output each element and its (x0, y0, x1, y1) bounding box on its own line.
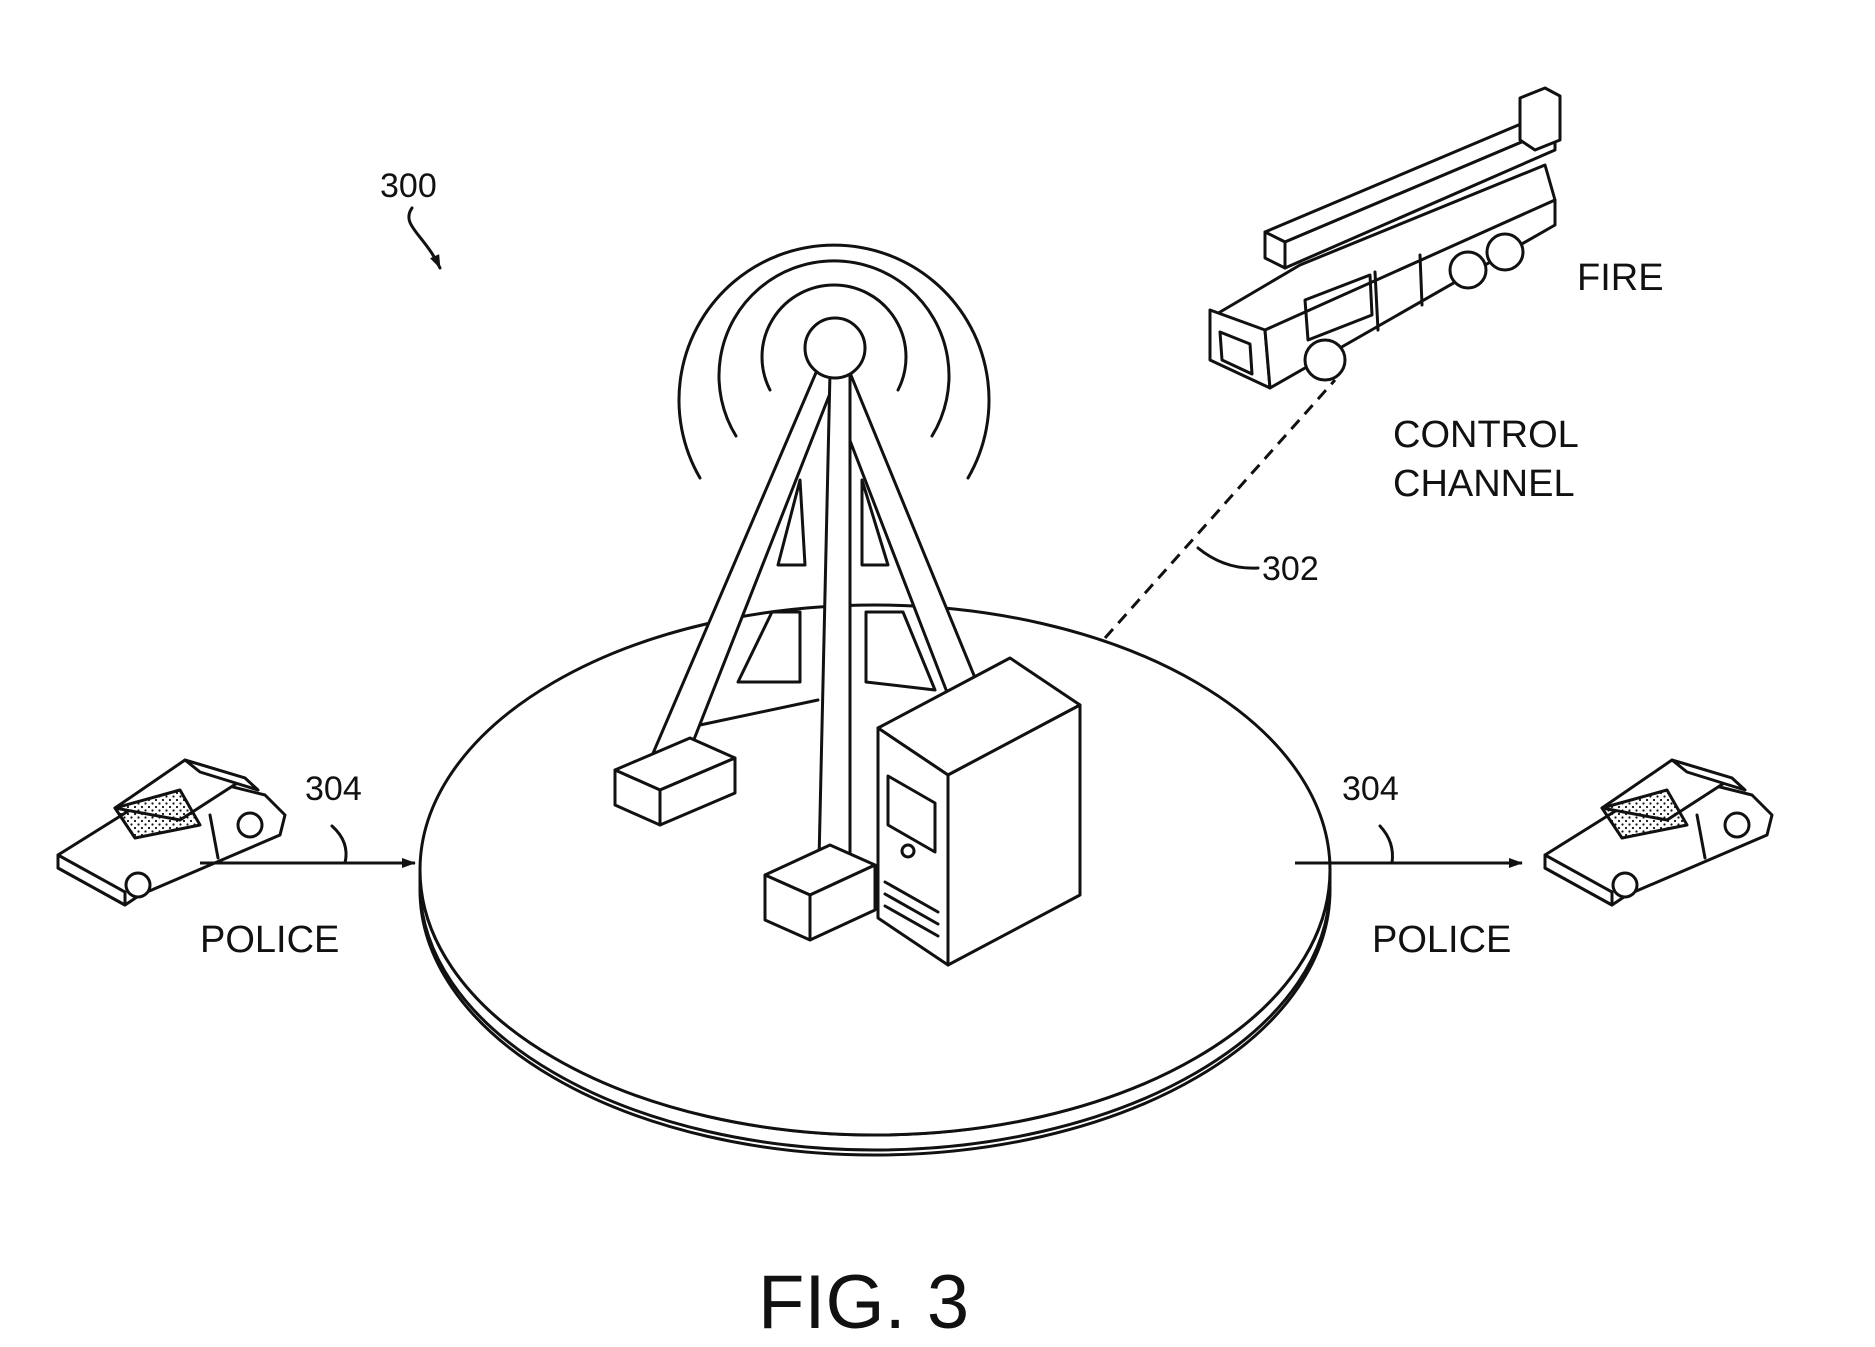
control-channel-label-line1: CONTROL (1393, 414, 1579, 456)
police-link-right-ref: 304 (1342, 770, 1399, 808)
figure-caption: FIG. 3 (758, 1260, 969, 1345)
fire-label: FIRE (1577, 257, 1664, 299)
control-channel-link (1105, 380, 1335, 638)
figure-reference-number: 300 (380, 167, 437, 205)
police-car-icon-right (1545, 760, 1772, 905)
fire-truck-icon (1210, 88, 1560, 388)
reference-arrow (409, 208, 440, 268)
police-car-icon-left (58, 760, 285, 905)
control-channel-leader (1198, 548, 1258, 568)
police-link-left-leader (332, 826, 346, 863)
police-link-left-ref: 304 (305, 770, 362, 808)
control-channel-label-line2: CHANNEL (1393, 463, 1575, 505)
police-label-right: POLICE (1372, 919, 1511, 961)
control-channel-ref: 302 (1262, 550, 1319, 588)
police-link-right-leader (1380, 826, 1393, 863)
police-label-left: POLICE (200, 919, 339, 961)
